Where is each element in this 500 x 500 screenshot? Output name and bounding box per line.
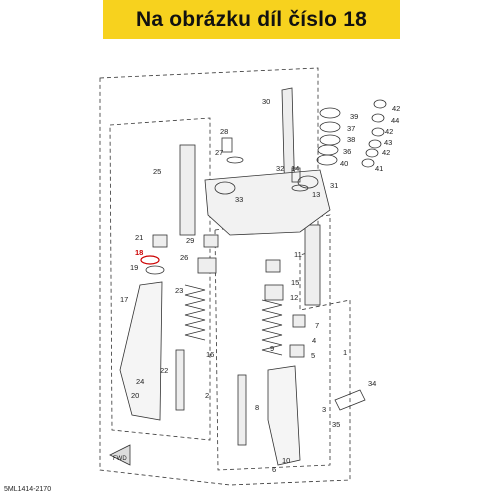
bracket-hole-left [214, 181, 236, 195]
washer-44 [371, 113, 385, 123]
label-part-5: 5 [311, 351, 315, 360]
washer-42a [373, 99, 387, 109]
ring-19 [145, 265, 165, 275]
washer-42b [371, 127, 385, 137]
bushing-26 [197, 257, 217, 274]
page-title: Na obrázku díl číslo 18 [135, 7, 367, 31]
label-part-24: 24 [136, 377, 144, 386]
label-part-29: 29 [186, 236, 194, 245]
label-part-22: 22 [160, 366, 168, 375]
fwd-label: FWD [113, 456, 127, 462]
fork-tube-left [179, 144, 196, 236]
label-part-17: 17 [120, 295, 128, 304]
outer-dashed-boundary [99, 67, 351, 486]
bearing-39 [319, 107, 341, 119]
bracket-34 [334, 389, 366, 411]
label-part-26: 26 [180, 253, 188, 262]
washer-41 [361, 158, 375, 168]
label-part-40: 40 [340, 159, 348, 168]
label-part-8: 8 [255, 403, 259, 412]
fwd-arrow-icon [109, 444, 131, 466]
damper-rod-right [237, 374, 247, 446]
label-part-42b: 42 [385, 127, 393, 136]
damper-rod-left [175, 349, 185, 411]
label-part-14: 14 [291, 164, 299, 173]
label-part-23: 23 [175, 286, 183, 295]
label-part-19: 19 [130, 263, 138, 272]
label-part-28: 28 [220, 127, 228, 136]
label-part-27: 27 [215, 148, 223, 157]
label-part-12: 12 [290, 293, 298, 302]
bushing-21 [152, 234, 168, 248]
bushing-5 [289, 344, 305, 358]
label-part-13: 13 [312, 190, 320, 199]
label-part-7: 7 [315, 321, 319, 330]
washer-42c [365, 148, 379, 158]
label-part-25: 25 [153, 167, 161, 176]
label-part-21: 21 [135, 233, 143, 242]
label-part-32: 32 [276, 164, 284, 173]
o-ring-27 [226, 156, 244, 164]
label-part-39: 39 [350, 112, 358, 121]
label-part-6: 6 [272, 465, 276, 474]
label-part-35: 35 [332, 420, 340, 429]
bolt-28 [221, 137, 233, 153]
oil-seal-18 [140, 255, 160, 265]
label-part-44: 44 [391, 116, 399, 125]
label-part-42a: 42 [392, 104, 400, 113]
bearing-37 [319, 121, 341, 133]
outer-tube-left [119, 281, 163, 421]
label-part-37: 37 [347, 124, 355, 133]
o-ring-13 [291, 184, 309, 192]
bushing-29 [203, 234, 219, 248]
label-part-3: 3 [322, 405, 326, 414]
label-part-2: 2 [205, 391, 209, 400]
label-part-1: 1 [343, 348, 347, 357]
label-part-33: 33 [235, 195, 243, 204]
label-part-31: 31 [330, 181, 338, 190]
fork-spring-left [184, 284, 206, 341]
bushing-12 [264, 284, 284, 301]
label-part-9: 9 [270, 344, 274, 353]
label-part-16: 16 [206, 350, 214, 359]
title-banner: Na obrázku díl číslo 18 [103, 0, 400, 39]
outer-tube-right [267, 365, 301, 466]
label-part-15: 15 [291, 278, 299, 287]
washer-43 [368, 139, 382, 149]
bolt-14 [291, 167, 301, 183]
bushing-7 [292, 314, 306, 328]
label-part-30: 30 [262, 97, 270, 106]
fork-tube-right [304, 224, 321, 306]
label-part-42c: 42 [382, 148, 390, 157]
under-bracket [204, 169, 331, 236]
label-part-36: 36 [343, 147, 351, 156]
bushing-15 [265, 259, 281, 273]
bearing-38 [319, 134, 341, 146]
label-part-34: 34 [368, 379, 376, 388]
label-part-41: 41 [375, 164, 383, 173]
bearing-36 [317, 144, 339, 156]
label-part-18: 18 [135, 248, 143, 257]
label-part-43: 43 [384, 138, 392, 147]
label-part-20: 20 [131, 391, 139, 400]
left-fork-dashed-boundary [109, 117, 211, 441]
label-part-4: 4 [312, 336, 316, 345]
label-part-10: 10 [282, 456, 290, 465]
fork-spring-right [261, 299, 283, 356]
bearing-40 [316, 154, 338, 166]
label-part-11: 11 [294, 250, 302, 259]
label-part-38: 38 [347, 135, 355, 144]
diagram-code: 5ML1414-2170 [4, 486, 52, 493]
